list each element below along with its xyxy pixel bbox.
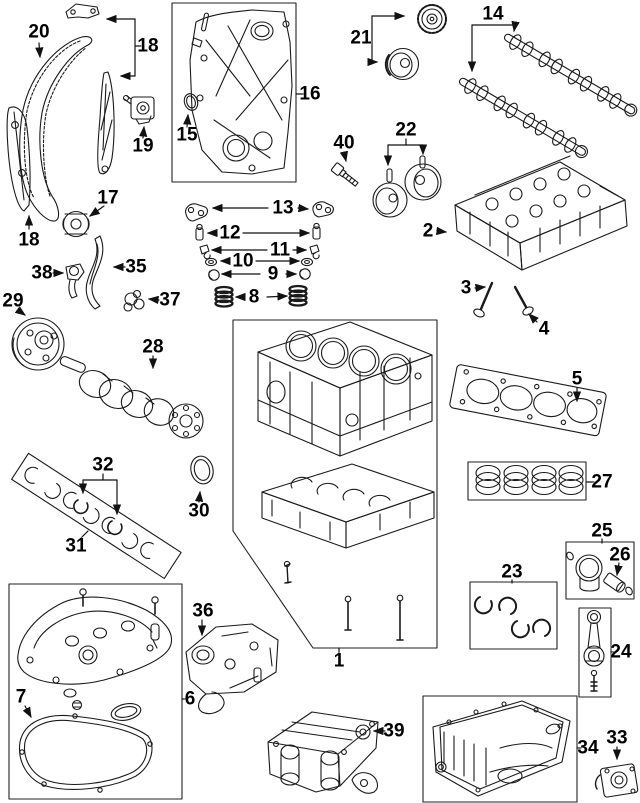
callout-29[interactable]: 29	[2, 290, 24, 312]
callout-38[interactable]: 38	[31, 262, 53, 284]
part-lash-adjusters-12	[195, 222, 321, 241]
part-spring-retainers-10	[204, 257, 314, 267]
box-piston-25	[565, 541, 635, 600]
leader-lines	[14, 11, 623, 761]
box-piston-rings-27	[467, 461, 587, 501]
part-tensioner-19	[122, 94, 155, 125]
box-cylinder-block-1	[232, 319, 438, 649]
box-timing-cover-16	[171, 2, 297, 183]
callout-15[interactable]: 15	[176, 124, 198, 146]
callout-34[interactable]: 34	[577, 737, 599, 759]
callout-1[interactable]: 1	[333, 650, 345, 672]
part-oil-pan	[432, 700, 571, 797]
callout-35[interactable]: 35	[125, 256, 147, 278]
part-oil-cooler-33	[594, 763, 639, 798]
callout-9[interactable]: 9	[267, 263, 279, 285]
callout-20[interactable]: 20	[28, 21, 50, 43]
part-valve-cover	[17, 588, 173, 721]
group-boxes	[8, 2, 635, 803]
part-timing-cover	[189, 9, 293, 175]
part-ladder-frame	[261, 463, 435, 549]
callout-3[interactable]: 3	[460, 277, 472, 299]
part-valve-4	[513, 285, 534, 316]
callout-25[interactable]: 25	[591, 520, 613, 542]
part-piston-rings	[475, 464, 584, 496]
callout-28[interactable]: 28	[142, 336, 164, 358]
callout-6[interactable]: 6	[184, 688, 196, 710]
callout-39[interactable]: 39	[383, 720, 405, 742]
part-sprocket-37	[123, 289, 145, 312]
part-bolt-40	[330, 162, 359, 187]
part-timing-chain	[19, 36, 93, 222]
callout-7[interactable]: 7	[15, 686, 27, 708]
callout-26[interactable]: 26	[609, 544, 631, 566]
part-crankshaft	[59, 356, 204, 439]
callout-18[interactable]: 18	[137, 35, 159, 57]
part-block-bolts	[283, 560, 404, 641]
callout-18[interactable]: 18	[18, 229, 40, 251]
part-crank-seal-30	[190, 455, 214, 485]
part-chain-guide-right	[97, 71, 115, 175]
callout-8[interactable]: 8	[248, 286, 260, 308]
box-oil-pan-34	[422, 695, 578, 803]
part-vvt-actuators	[372, 155, 442, 218]
part-connecting-rod	[583, 609, 605, 692]
part-rocker-arms-13	[185, 201, 334, 222]
callout-23[interactable]: 23	[501, 561, 523, 583]
part-valve-3	[473, 281, 494, 318]
callout-27[interactable]: 27	[591, 471, 613, 493]
callout-21[interactable]: 21	[350, 27, 372, 49]
callout-5[interactable]: 5	[571, 368, 583, 390]
callout-11[interactable]: 11	[269, 239, 291, 261]
part-piston	[566, 551, 633, 596]
part-valve-locks-11	[199, 244, 320, 260]
part-cylinder-block	[257, 321, 433, 457]
part-balance-shaft-module	[267, 711, 379, 794]
part-rod-bearings	[473, 596, 552, 639]
part-oil-pump-guide-35	[85, 235, 104, 310]
callout-13[interactable]: 13	[272, 197, 294, 219]
callout-40[interactable]: 40	[333, 132, 355, 154]
callout-22[interactable]: 22	[395, 119, 417, 141]
callout-24[interactable]: 24	[610, 641, 632, 663]
part-cylinder-head	[454, 155, 628, 271]
part-head-gasket	[449, 364, 607, 437]
callout-31[interactable]: 31	[65, 535, 87, 557]
part-thrust-washers-32	[73, 499, 123, 536]
part-oil-pump-36	[185, 623, 279, 715]
box-rod-bearings-23	[469, 581, 558, 650]
callout-37[interactable]: 37	[159, 289, 181, 311]
part-chain-guide-bracket	[65, 3, 100, 19]
box-valve-cover-6	[8, 583, 183, 800]
callout-17[interactable]: 17	[97, 187, 119, 209]
part-valve-springs-8	[214, 284, 308, 308]
part-camshafts	[458, 33, 638, 159]
callout-30[interactable]: 30	[188, 500, 210, 522]
part-main-bearings-31	[11, 452, 182, 580]
callout-36[interactable]: 36	[192, 600, 214, 622]
callout-16[interactable]: 16	[299, 83, 321, 105]
callout-33[interactable]: 33	[606, 727, 628, 749]
part-crank-pulley	[11, 317, 65, 371]
part-idler-pulley-17	[62, 210, 90, 238]
part-cam-sprockets	[384, 4, 447, 81]
callout-14[interactable]: 14	[482, 3, 504, 25]
callout-19[interactable]: 19	[132, 135, 154, 157]
callout-2[interactable]: 2	[422, 220, 434, 242]
part-piston-pin	[603, 572, 626, 593]
part-valve-cover-gasket	[18, 713, 153, 793]
part-spring-seats-9	[208, 268, 311, 281]
callout-32[interactable]: 32	[92, 454, 114, 476]
callout-12[interactable]: 12	[219, 222, 241, 244]
callout-10[interactable]: 10	[232, 250, 254, 272]
callout-4[interactable]: 4	[538, 318, 550, 340]
part-chain-guide-left	[6, 106, 31, 212]
part-oil-pump-tensioner-38	[65, 263, 85, 299]
